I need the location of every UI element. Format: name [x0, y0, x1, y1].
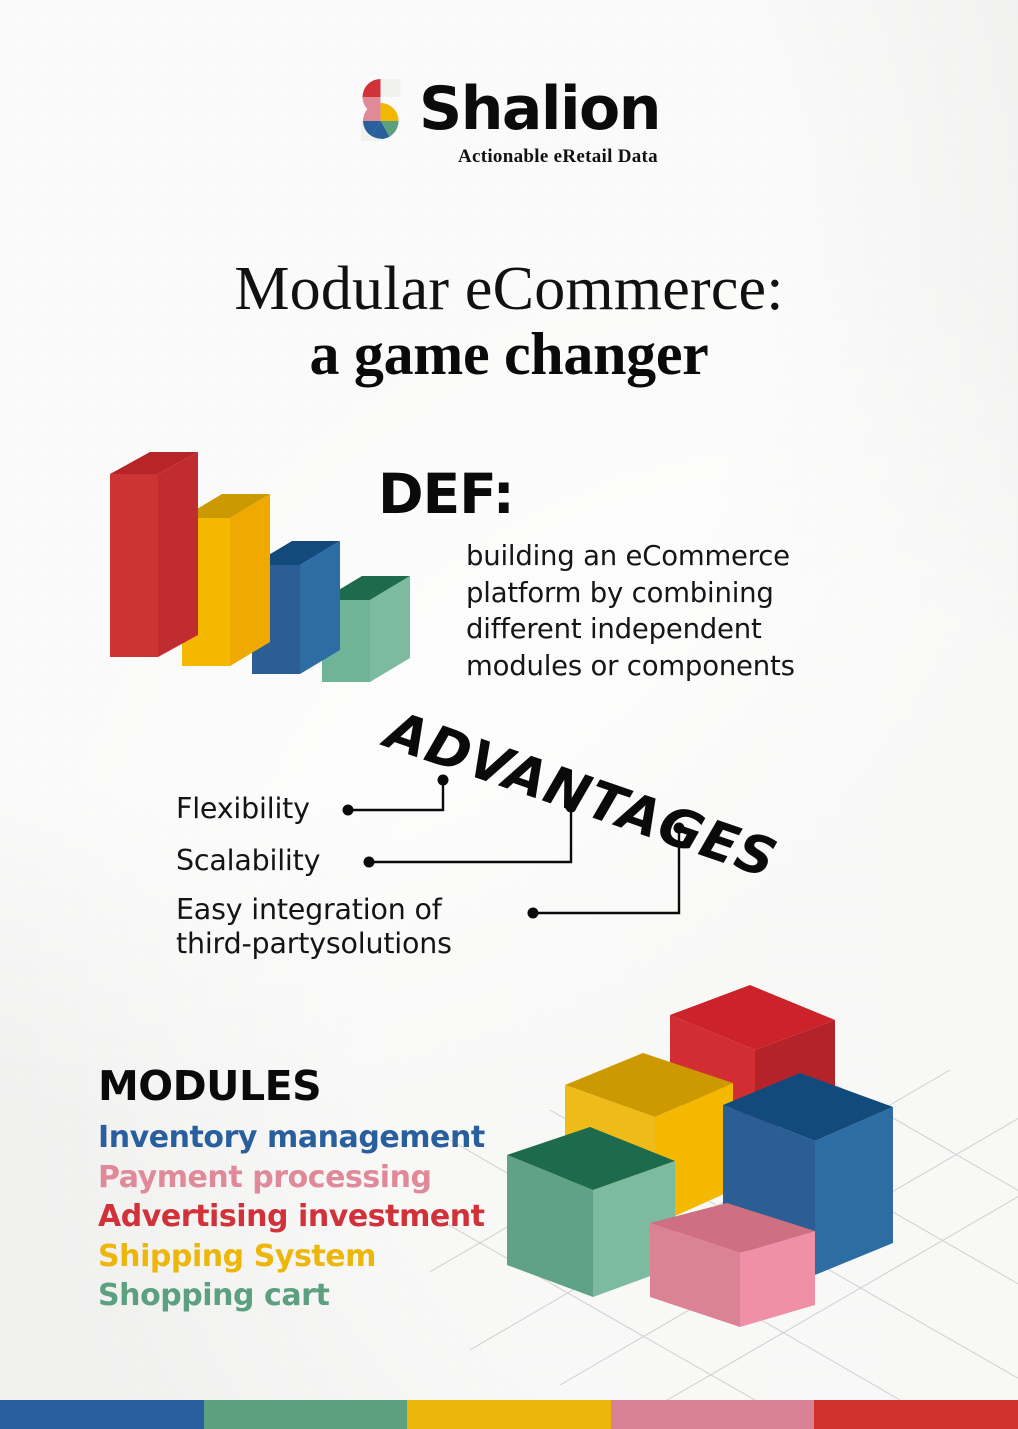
- title-line-1: Modular eCommerce:: [234, 255, 784, 323]
- module-item-cart: Shopping cart: [98, 1278, 330, 1314]
- footer-band-red: [814, 1400, 1018, 1429]
- module-item-advertising: Advertising investment: [98, 1199, 485, 1235]
- connector-dot: [527, 907, 539, 919]
- connector-dot: [565, 801, 577, 813]
- footer-color-bar: [0, 1400, 1018, 1429]
- footer-band-pink: [610, 1400, 815, 1429]
- connector-dot: [437, 774, 449, 786]
- advantage-item-integration: Easy integration of third-partysolutions: [176, 893, 452, 961]
- cube-pink: [650, 1203, 815, 1327]
- advantage-item-scalability: Scalability: [176, 844, 321, 877]
- advantage-connector-lines: [342, 774, 685, 919]
- cube-green: [507, 1127, 675, 1297]
- footer-band-yellow: [407, 1400, 611, 1429]
- descending-bar-chart: [110, 452, 410, 682]
- brand-logo[interactable]: Shalion Actionable eRetail Data: [353, 73, 661, 168]
- modules-list: Inventory management Payment processing …: [98, 1118, 485, 1316]
- isometric-cube-cluster: [507, 985, 893, 1327]
- footer-band-green: [203, 1400, 408, 1429]
- logo-row: Shalion: [353, 73, 661, 144]
- shalion-s-mark-icon: [361, 79, 401, 141]
- footer-band-blue: [0, 1400, 204, 1429]
- definition-body: building an eCommerce platform by combin…: [466, 540, 795, 682]
- definition-label: DEF:: [378, 462, 515, 526]
- title-line-2: a game changer: [309, 321, 709, 388]
- module-item-inventory: Inventory management: [98, 1120, 485, 1155]
- connector-dot: [342, 804, 354, 816]
- brand-tagline: Actionable eRetail Data: [457, 146, 658, 167]
- module-item-shipping: Shipping System: [98, 1238, 376, 1274]
- advantage-item-flexibility: Flexibility: [176, 792, 310, 825]
- page-title: Modular eCommerce: a game changer: [0, 255, 1018, 388]
- connector-dot: [673, 822, 685, 834]
- module-item-payment: Payment processing: [98, 1159, 432, 1195]
- modules-heading: MODULES: [98, 1062, 322, 1110]
- chart-bar-red: [110, 452, 198, 657]
- connector-dot: [363, 856, 375, 868]
- brand-name: Shalion: [419, 73, 661, 144]
